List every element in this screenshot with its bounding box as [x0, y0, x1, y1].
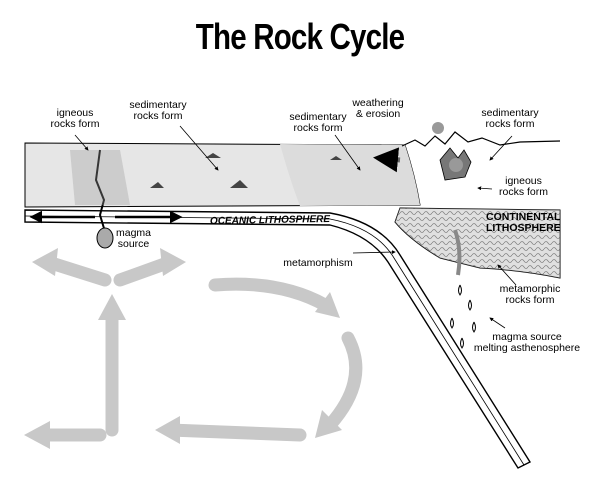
label-metamorphism: metamorphism — [283, 257, 353, 269]
label-igneous-left: igneous rocks form — [50, 107, 100, 130]
continental-surface — [401, 131, 561, 147]
cycle-arrow-up-left — [41, 255, 112, 287]
cycle-arrow-bottom — [163, 423, 307, 442]
label-igneous-right: igneous rocks form — [498, 175, 548, 198]
continental-crust — [394, 207, 561, 279]
ridge-dots — [70, 150, 130, 205]
leader-lines — [74, 125, 517, 329]
continental-crust-shade — [395, 208, 560, 278]
cycle-head-1 — [32, 248, 58, 276]
cycle-head-6 — [98, 294, 126, 320]
cycle-arrow-right-down — [323, 331, 363, 432]
leader-sedimentary-2 — [334, 134, 361, 171]
diagram-title: The Rock Cycle — [195, 16, 405, 57]
ridge-feeder — [94, 149, 107, 236]
magma-plume — [453, 229, 462, 276]
cycle-head-7 — [24, 421, 50, 449]
leader-igneous-left — [74, 134, 89, 151]
label-sedimentary-3: sedimentary rocks form — [481, 107, 539, 130]
cycle-arrowheads — [24, 248, 342, 449]
cycle-arrow-top — [208, 277, 332, 312]
leader-igneous-right — [477, 186, 493, 191]
cycle-head-5 — [155, 416, 180, 444]
label-metamorphic: metamorphic rocks form — [499, 283, 561, 306]
leader-sedimentary-1 — [179, 125, 219, 171]
cycle-head-3 — [315, 292, 340, 318]
weathering-arrow — [373, 147, 401, 173]
cycle-arrow-up-right — [113, 255, 177, 287]
label-sedimentary-1: sedimentary rocks form — [129, 99, 187, 122]
label-oceanic-lithosphere: OCEANIC LITHOSPHERE — [209, 213, 331, 228]
cycle-arrows — [31, 255, 363, 442]
label-continental-lithosphere: CONTINENTAL LITHOSPHERE — [486, 211, 561, 234]
oceanic-slab-inner — [24, 215, 525, 466]
sediment-layer-lighter — [280, 144, 420, 206]
magma-drops — [450, 284, 476, 349]
label-sedimentary-2: sedimentary rocks form — [289, 111, 347, 134]
label-weathering: weathering & erosion — [352, 97, 404, 120]
cycle-head-2 — [160, 248, 186, 276]
leader-metamorphic — [497, 264, 517, 286]
leader-sedimentary-3 — [489, 135, 513, 161]
volcanic-cloud — [432, 122, 444, 134]
leader-metamorphism — [352, 250, 396, 255]
leader-magma-melting — [489, 317, 506, 329]
volcanic-cloud-2 — [449, 158, 463, 172]
cycle-head-4 — [315, 410, 342, 438]
label-magma-melting: magma source melting asthenosphere — [473, 331, 581, 354]
ridge-magma — [96, 227, 114, 249]
label-magma-source: magma source — [115, 227, 151, 250]
